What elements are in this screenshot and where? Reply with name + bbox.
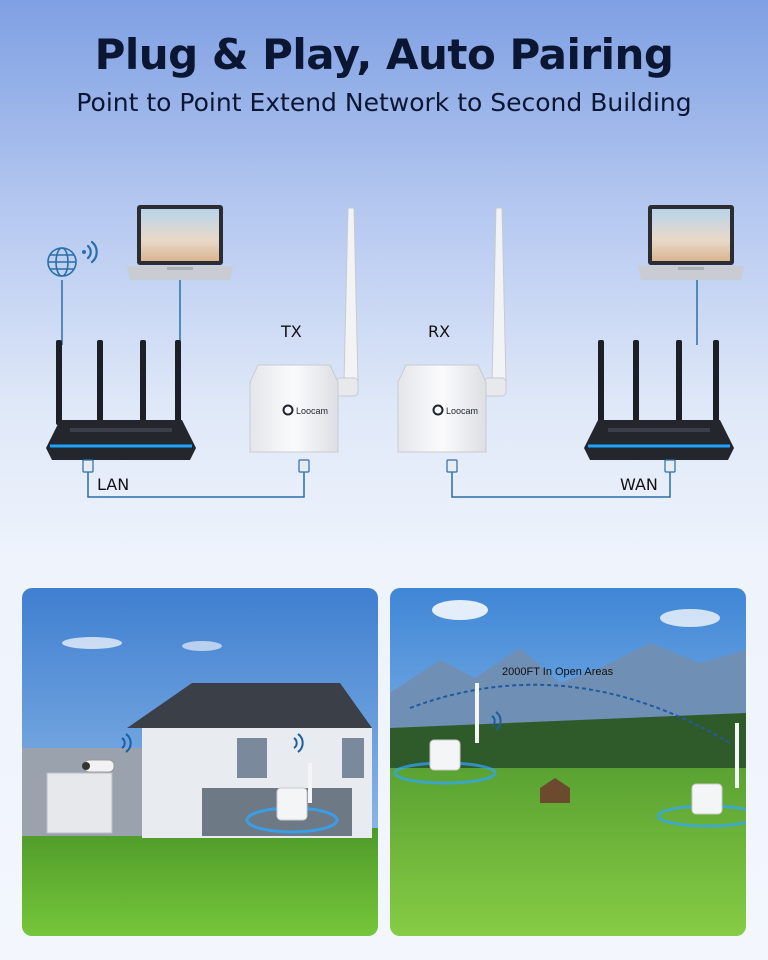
router-right-icon	[584, 340, 734, 460]
distance-label: 2000FT In Open Areas	[502, 666, 614, 678]
page-title: Plug & Play, Auto Pairing	[94, 30, 674, 79]
house-scene-photo	[22, 588, 378, 936]
network-diagram: Loocam Loocam TX RX LAN WAN	[0, 150, 768, 570]
tx-brand-text: Loocam	[296, 406, 328, 416]
router-left-icon	[46, 340, 196, 460]
rx-bridge-device: Loocam	[397, 207, 507, 453]
wan-label: WAN	[620, 475, 658, 494]
open-area-scene-photo: 2000FT In Open Areas	[390, 588, 746, 936]
tx-label: TX	[281, 322, 302, 341]
laptop-left-icon	[127, 205, 233, 280]
rx-brand-text: Loocam	[446, 406, 478, 416]
wifi-icon	[82, 240, 98, 264]
ethernet-plug-icons	[82, 459, 676, 473]
page-subtitle: Point to Point Extend Network to Second …	[76, 88, 692, 117]
diagram-graphics: Loocam Loocam	[46, 205, 744, 498]
tx-bridge-device: Loocam	[249, 207, 359, 453]
lan-label: LAN	[97, 475, 130, 494]
laptop-right-icon	[638, 205, 744, 280]
globe-icon	[47, 247, 77, 277]
rx-label: RX	[428, 322, 451, 341]
link-lines	[61, 280, 698, 498]
